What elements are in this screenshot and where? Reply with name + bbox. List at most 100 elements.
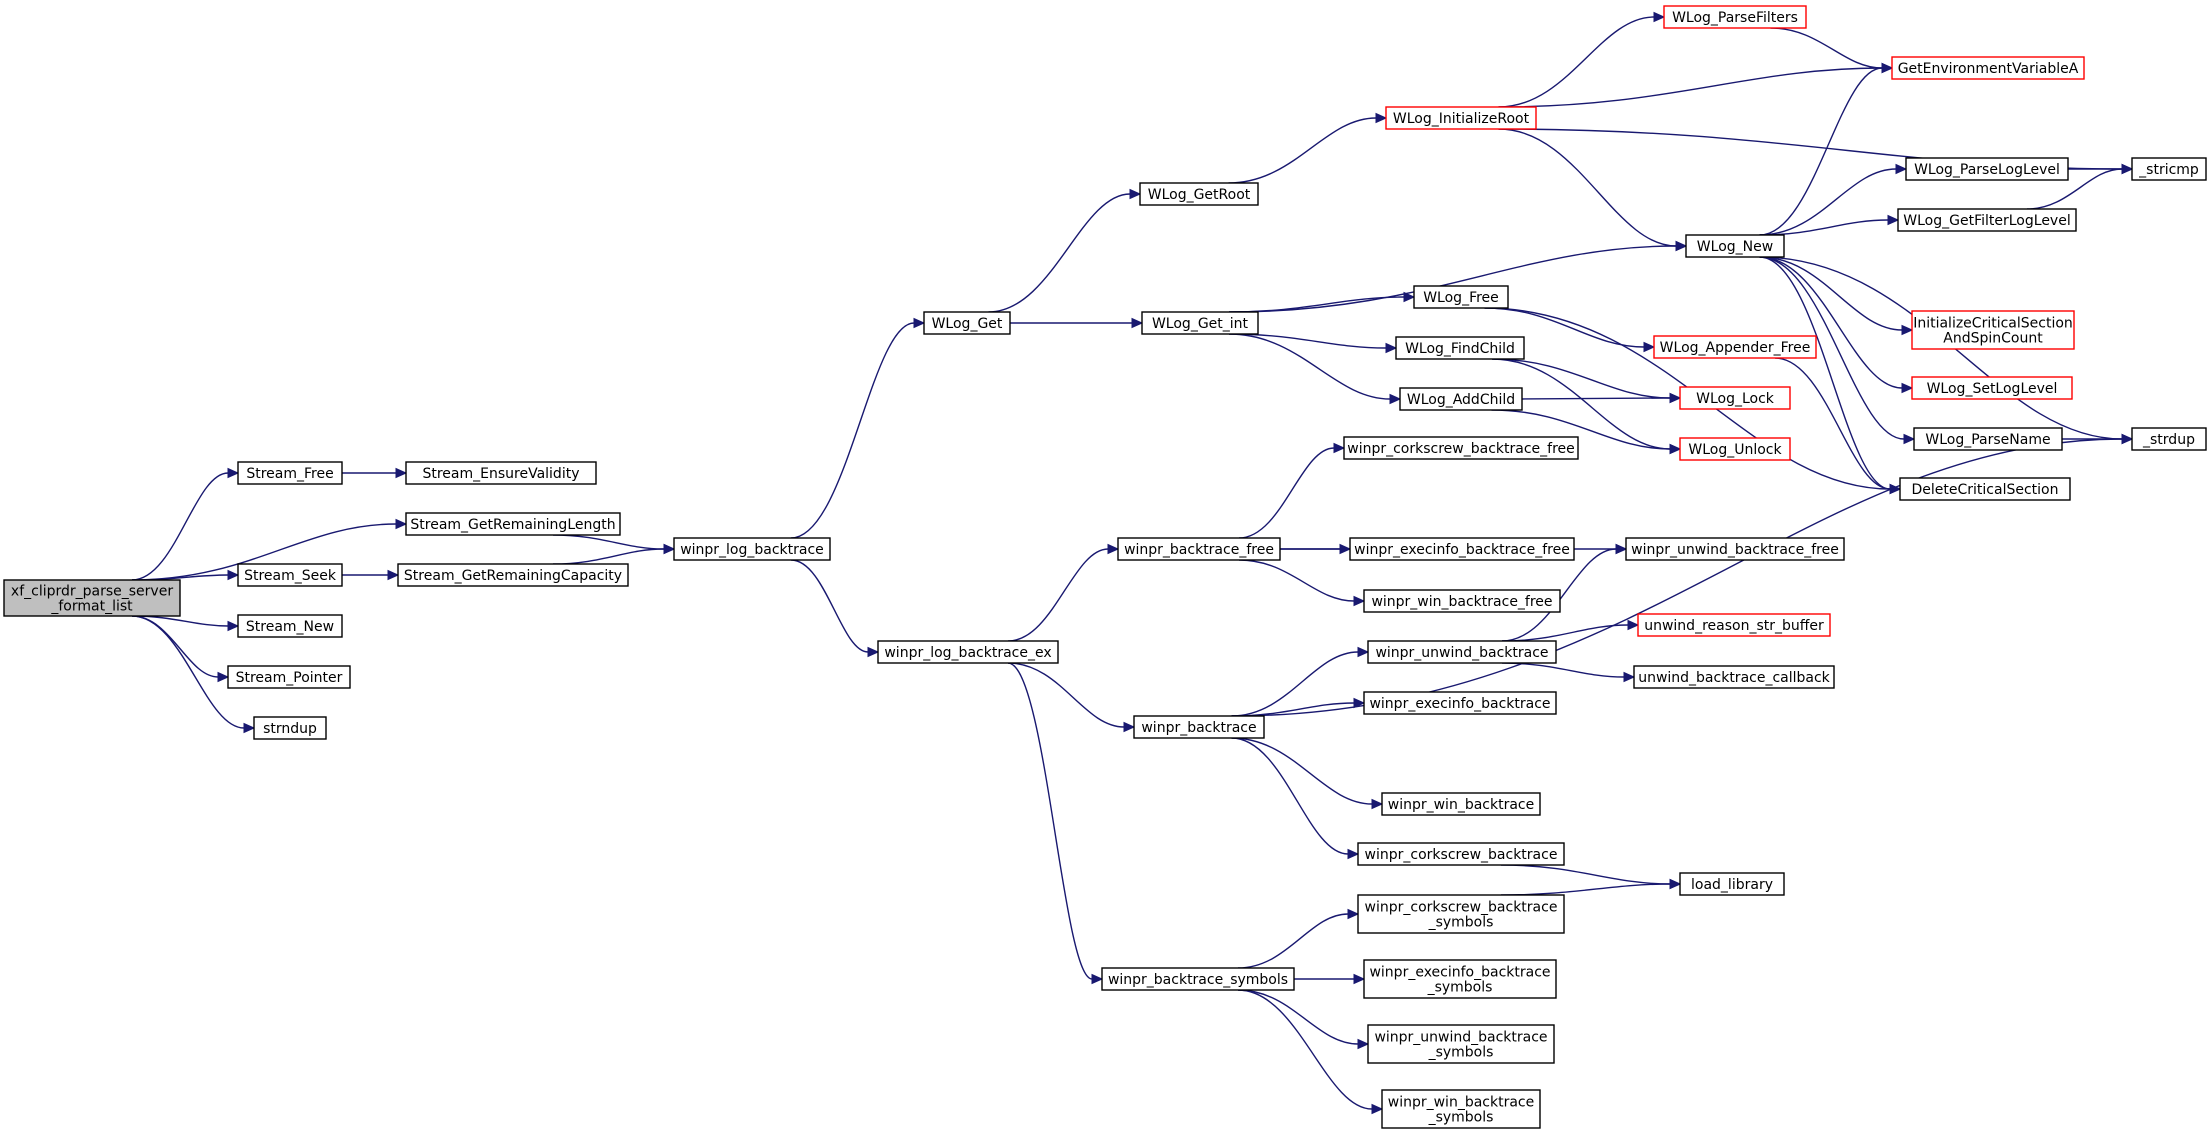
node-wlog-addchild[interactable]: WLog_AddChild xyxy=(1399,387,1523,411)
node-load-library[interactable]: load_library xyxy=(1679,872,1785,896)
node-label: Stream_EnsureValidity xyxy=(422,466,579,482)
node-wlog-parsefilters[interactable]: WLog_ParseFilters xyxy=(1663,5,1807,29)
node-stream-ensurevalidity[interactable]: Stream_EnsureValidity xyxy=(405,461,597,485)
node-winpr-unwind-backtrace-symbols[interactable]: winpr_unwind_backtrace_symbols xyxy=(1367,1024,1555,1064)
node-label: _symbols xyxy=(1428,1110,1494,1126)
node-winpr-unwind-backtrace-free[interactable]: winpr_unwind_backtrace_free xyxy=(1625,537,1845,561)
node-wlog-unlock[interactable]: WLog_Unlock xyxy=(1679,437,1791,461)
node-unwind-backtrace-callback[interactable]: unwind_backtrace_callback xyxy=(1633,665,1835,689)
node-label: _symbols xyxy=(1428,1045,1494,1061)
call-edge xyxy=(1759,256,1916,445)
node-winpr-log-backtrace[interactable]: winpr_log_backtrace xyxy=(673,537,831,561)
node-label: winpr_unwind_backtrace xyxy=(1375,645,1548,661)
node-wlog-appender-free[interactable]: WLog_Appender_Free xyxy=(1653,335,1817,359)
node-winpr-win-backtrace[interactable]: winpr_win_backtrace xyxy=(1381,792,1541,816)
node-label: AndSpinCount xyxy=(1943,331,2043,347)
node-winpr-win-backtrace-symbols[interactable]: winpr_win_backtrace_symbols xyxy=(1381,1089,1541,1129)
call-edge xyxy=(1498,11,1666,108)
node-strdup[interactable]: _strdup xyxy=(2131,427,2207,451)
call-edge xyxy=(1231,737,1384,810)
node-winpr-backtrace[interactable]: winpr_backtrace xyxy=(1133,715,1265,739)
node-stream-new[interactable]: Stream_New xyxy=(237,614,343,638)
node-stream-pointer[interactable]: Stream_Pointer xyxy=(227,665,351,689)
node-stricmp[interactable]: _stricmp xyxy=(2131,157,2207,181)
node-stream-seek[interactable]: Stream_Seek xyxy=(237,563,343,587)
node-wlog-parseloglevel[interactable]: WLog_ParseLogLevel xyxy=(1905,157,2069,181)
call-edge xyxy=(1231,646,1370,717)
node-winpr-execinfo-backtrace[interactable]: winpr_execinfo_backtrace xyxy=(1363,691,1557,715)
call-edge xyxy=(1759,163,1908,236)
call-edge xyxy=(1759,256,1914,336)
node-wlog-get-int[interactable]: WLog_Get_int xyxy=(1141,311,1259,335)
arrowhead-icon xyxy=(913,317,926,329)
arrowhead-icon xyxy=(1389,393,1402,405)
node-wlog-free[interactable]: WLog_Free xyxy=(1413,285,1509,309)
arrowhead-icon xyxy=(1375,112,1388,124)
arrowhead-icon xyxy=(1353,697,1366,709)
node-label: _format_list xyxy=(50,599,133,615)
call-edge xyxy=(988,188,1142,313)
node-wlog-findchild[interactable]: WLog_FindChild xyxy=(1395,336,1525,360)
call-edge xyxy=(1498,62,1894,108)
node-label: winpr_execinfo_backtrace_free xyxy=(1354,542,1570,558)
node-label: WLog_Appender_Free xyxy=(1660,340,1811,356)
node-root: xf_cliprdr_parse_server_format_list xyxy=(3,579,181,617)
node-winpr-corkscrew-backtrace-free[interactable]: winpr_corkscrew_backtrace_free xyxy=(1343,436,1579,460)
arrowhead-icon xyxy=(217,671,230,683)
node-label: winpr_backtrace xyxy=(1141,720,1256,736)
arrowhead-icon xyxy=(1385,342,1398,354)
arrowhead-icon xyxy=(1333,442,1346,454)
arrowhead-icon xyxy=(1123,721,1136,733)
arrowhead-icon xyxy=(1887,214,1900,226)
node-getenvironmentvariablea[interactable]: GetEnvironmentVariableA xyxy=(1891,56,2085,80)
call-edge xyxy=(1010,317,1144,329)
node-label: winpr_backtrace_free xyxy=(1124,542,1274,558)
call-edge xyxy=(1228,333,1402,405)
node-stream-getremaininglength[interactable]: Stream_GetRemainingLength xyxy=(405,512,621,536)
node-winpr-log-backtrace-ex[interactable]: winpr_log_backtrace_ex xyxy=(877,640,1059,664)
node-label: WLog_ParseFilters xyxy=(1672,10,1798,26)
node-winpr-corkscrew-backtrace-symbols[interactable]: winpr_corkscrew_backtrace_symbols xyxy=(1357,894,1565,934)
node-stream-free[interactable]: Stream_Free xyxy=(237,461,343,485)
node-wlog-initializeroot[interactable]: WLog_InitializeRoot xyxy=(1385,106,1537,130)
node-label: WLog_New xyxy=(1697,239,1773,255)
node-label: _strdup xyxy=(2142,432,2195,448)
arrowhead-icon xyxy=(1903,433,1916,445)
node-winpr-execinfo-backtrace-symbols[interactable]: winpr_execinfo_backtrace_symbols xyxy=(1363,959,1557,999)
node-winpr-corkscrew-backtrace[interactable]: winpr_corkscrew_backtrace xyxy=(1357,842,1565,866)
node-wlog-getroot[interactable]: WLog_GetRoot xyxy=(1139,182,1259,206)
node-label: winpr_win_backtrace_free xyxy=(1371,594,1552,610)
node-label: unwind_reason_str_buffer xyxy=(1644,618,1824,634)
arrowhead-icon xyxy=(1669,392,1682,404)
arrowhead-icon xyxy=(1353,595,1366,607)
call-edge xyxy=(1759,62,1894,236)
node-unwind-reason-str-buffer[interactable]: unwind_reason_str_buffer xyxy=(1637,613,1831,637)
node-label: WLog_InitializeRoot xyxy=(1393,111,1530,127)
node-wlog-lock[interactable]: WLog_Lock xyxy=(1679,386,1791,410)
call-edge xyxy=(131,518,408,581)
node-winpr-backtrace-free[interactable]: winpr_backtrace_free xyxy=(1117,537,1281,561)
node-strndup[interactable]: strndup xyxy=(253,716,327,740)
node-label: winpr_log_backtrace xyxy=(680,542,824,558)
node-wlog-new[interactable]: WLog_New xyxy=(1685,234,1785,258)
call-edge xyxy=(1228,240,1688,313)
node-label: WLog_FindChild xyxy=(1405,341,1515,357)
node-wlog-setloglevel[interactable]: WLog_SetLogLevel xyxy=(1911,376,2073,400)
node-winpr-backtrace-symbols[interactable]: winpr_backtrace_symbols xyxy=(1101,967,1295,991)
node-wlog-get[interactable]: WLog_Get xyxy=(923,311,1011,335)
node-wlog-getfilterloglevel[interactable]: WLog_GetFilterLogLevel xyxy=(1897,208,2077,232)
arrowhead-icon xyxy=(1901,382,1914,394)
node-winpr-execinfo-backtrace-free[interactable]: winpr_execinfo_backtrace_free xyxy=(1349,537,1575,561)
arrowhead-icon xyxy=(663,543,676,555)
node-label: winpr_corkscrew_backtrace xyxy=(1365,847,1558,863)
node-stream-getremainingcapacity[interactable]: Stream_GetRemainingCapacity xyxy=(397,563,629,587)
node-label: Stream_Free xyxy=(246,466,333,482)
node-winpr-unwind-backtrace[interactable]: winpr_unwind_backtrace xyxy=(1367,640,1557,664)
node-label: winpr_execinfo_backtrace xyxy=(1369,696,1550,712)
call-edge xyxy=(552,534,676,555)
node-deletecs[interactable]: DeleteCriticalSection xyxy=(1899,477,2071,501)
node-winpr-win-backtrace-free[interactable]: winpr_win_backtrace_free xyxy=(1363,589,1561,613)
node-label: WLog_Get xyxy=(932,316,1003,332)
node-wlog-parsename[interactable]: WLog_ParseName xyxy=(1913,427,2063,451)
